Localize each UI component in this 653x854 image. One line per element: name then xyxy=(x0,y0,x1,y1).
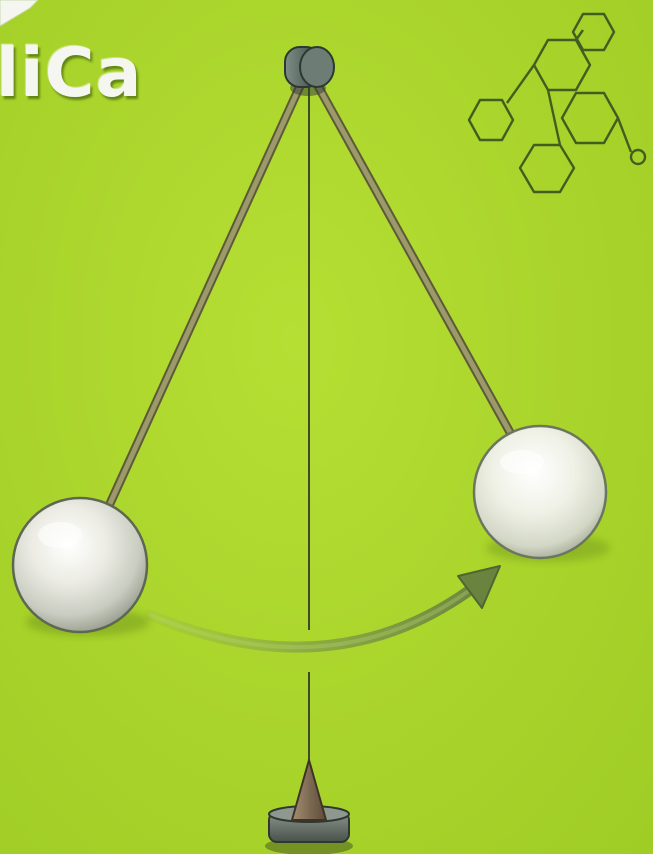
left-rod xyxy=(108,86,300,508)
pivot xyxy=(285,47,334,96)
right-rod xyxy=(318,86,512,436)
swing-arrow-icon xyxy=(150,566,500,647)
molecule-icon xyxy=(469,14,645,192)
stand-base xyxy=(265,760,353,854)
left-ball xyxy=(13,498,147,632)
right-ball xyxy=(474,426,606,558)
